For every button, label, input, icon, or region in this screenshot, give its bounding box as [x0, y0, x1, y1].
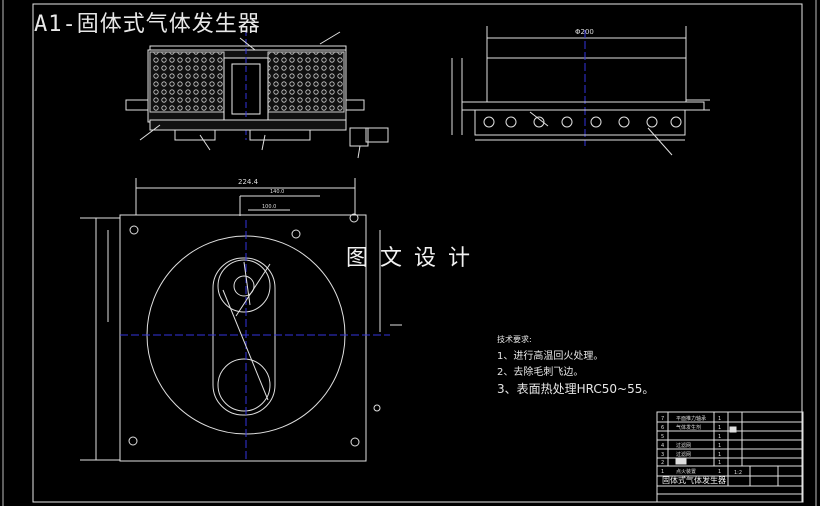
- watermark-text: 图文设计: [346, 246, 483, 271]
- drawing-frame: [32, 3, 803, 503]
- note-item-1: 1、进行高温回火处理。: [497, 351, 604, 362]
- bom-no-2: 2: [661, 460, 664, 466]
- center-slot: [212, 257, 276, 416]
- bom-no-5: 5: [661, 434, 664, 440]
- note-item-3: 3、表面热处理HRC50~55。: [497, 382, 655, 396]
- base-plate: [119, 214, 367, 462]
- bom-name-7: 平面推力轴承: [676, 415, 706, 422]
- bom-no-6: 6: [661, 425, 664, 431]
- dim-plan-width: 224.4: [238, 178, 259, 186]
- bolt-holes: [483, 116, 682, 128]
- notes-heading: 技术要求:: [497, 335, 532, 344]
- bom-name-3: 过滤网: [676, 451, 691, 458]
- bom-qty-1: 1: [718, 469, 721, 475]
- upper-bore-inner: [233, 275, 255, 297]
- dim-top-width: Φ200: [575, 28, 594, 36]
- section-view: [125, 30, 389, 159]
- bom-qty-3: 1: [718, 452, 721, 458]
- plan-view: [80, 178, 402, 462]
- sheet-title: A1-固体式气体发生器: [34, 12, 261, 37]
- lower-bore: [217, 358, 271, 412]
- bom-no-4: 4: [661, 443, 664, 449]
- note-item-2: 2、去除毛刺飞边。: [497, 367, 584, 378]
- bom-qty-6: 1: [718, 425, 721, 431]
- bom-no-7: 7: [661, 416, 664, 422]
- bom-no-3: 3: [661, 452, 664, 458]
- dim-plan-offset: 140.0: [270, 189, 284, 195]
- bom-name-6: 气体发生剂: [676, 424, 701, 431]
- bom-qty-7: 1: [718, 416, 721, 422]
- bom-name-4: 过滤网: [676, 442, 691, 449]
- elevation-view: [451, 26, 710, 156]
- bom-qty-4: 1: [718, 443, 721, 449]
- bom-qty-5: 1: [718, 434, 721, 440]
- title-block-scale: 1:2: [734, 470, 742, 476]
- title-block-product-name: 固体式气体发生器: [662, 475, 726, 485]
- upper-bore: [217, 259, 271, 313]
- technical-requirements: 技术要求: 1、进行高温回火处理。 2、去除毛刺飞边。 3、表面热处理HRC50…: [497, 334, 654, 397]
- bom-no-1: 1: [661, 469, 664, 475]
- bom-qty-2: 1: [718, 460, 721, 466]
- title-block: [656, 411, 804, 503]
- bom-name-1: 点火装置: [676, 468, 696, 475]
- dim-plan-inner: 100.0: [262, 204, 276, 210]
